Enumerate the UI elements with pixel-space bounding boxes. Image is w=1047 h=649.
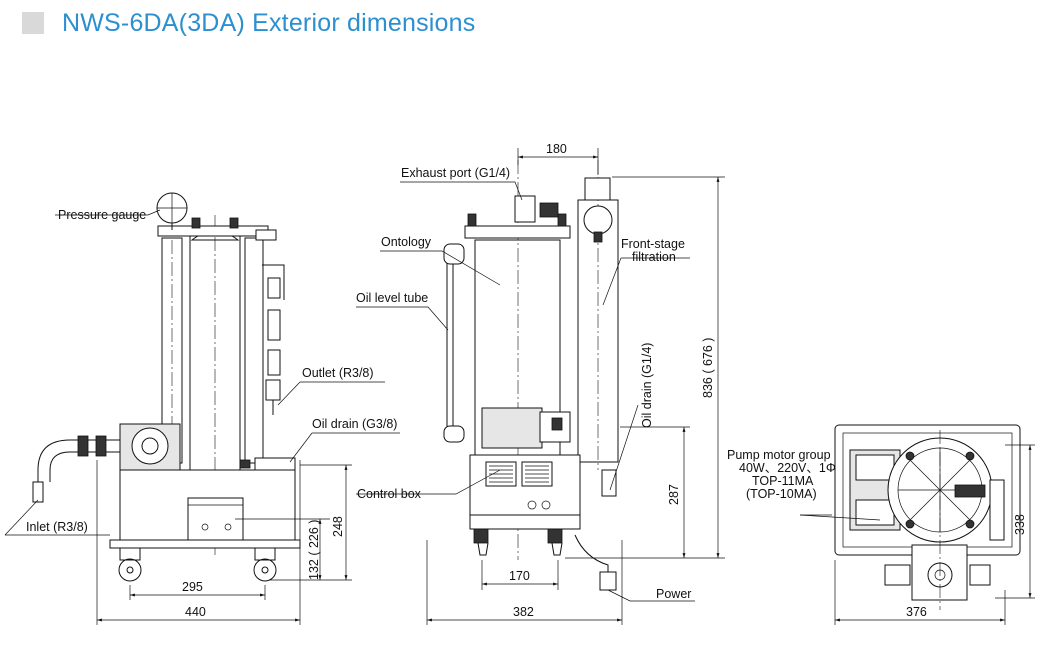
page-title: NWS-6DA(3DA) Exterior dimensions xyxy=(62,8,476,37)
label-oil-level-tube: Oil level tube xyxy=(356,291,428,305)
label-inlet: Inlet (R3/8) xyxy=(26,520,88,534)
dim-382: 382 xyxy=(513,605,534,619)
dim-338: 338 xyxy=(1013,514,1027,535)
top-flange xyxy=(157,225,269,237)
label-pump-motor-3: TOP-11MA xyxy=(752,474,814,488)
label-control-box: Control box xyxy=(357,487,422,501)
right-column xyxy=(244,237,264,464)
label-front-stage-2: filtration xyxy=(632,250,676,264)
dim-376: 376 xyxy=(906,605,927,619)
main-cylinder xyxy=(189,229,241,496)
dim-180: 180 xyxy=(546,142,567,156)
right-view: Pump motor group 40W、220V、1Φ TOP-11MA (T… xyxy=(727,424,1035,625)
dim-287: 287 xyxy=(667,484,681,505)
dim-132-226: 132 ( 226 ) xyxy=(307,520,321,580)
left-view: Pressure gauge Outlet (R3/8) Oil drain (… xyxy=(4,192,400,625)
header-square-icon xyxy=(22,12,44,34)
dim-295: 295 xyxy=(182,580,203,594)
label-pressure-gauge: Pressure gauge xyxy=(58,208,146,222)
label-pump-motor-2: 40W、220V、1Φ xyxy=(739,461,836,475)
pump-motor xyxy=(481,407,543,449)
label-outlet: Outlet (R3/8) xyxy=(302,366,374,380)
dim-248: 248 xyxy=(331,516,345,537)
label-exhaust-port: Exhaust port (G1/4) xyxy=(401,166,510,180)
label-power: Power xyxy=(656,587,691,601)
dim-170: 170 xyxy=(509,569,530,583)
dim-836-676: 836 ( 676 ) xyxy=(701,338,715,398)
label-pump-motor-1: Pump motor group xyxy=(727,448,831,462)
label-oil-drain-middle: Oil drain (G1/4) xyxy=(640,343,654,428)
page-header: NWS-6DA(3DA) Exterior dimensions xyxy=(22,8,475,38)
middle-view: Exhaust port (G1/4) Ontology Front-stage… xyxy=(356,142,725,625)
label-pump-motor-4: (TOP-10MA) xyxy=(746,487,817,501)
label-ontology: Ontology xyxy=(381,235,432,249)
label-oil-drain-left: Oil drain (G3/8) xyxy=(312,417,397,431)
dim-440: 440 xyxy=(185,605,206,619)
label-front-stage-1: Front-stage xyxy=(621,237,685,251)
